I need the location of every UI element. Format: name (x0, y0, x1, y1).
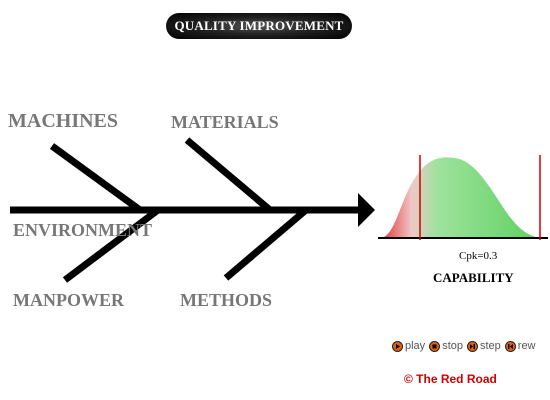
category-materials: MATERIALS (171, 112, 279, 132)
rewind-icon (504, 340, 516, 352)
rewind-label: rew (517, 340, 536, 352)
category-methods: METHODS (180, 290, 273, 310)
stop-icon (429, 340, 441, 352)
category-manpower: MANPOWER (13, 290, 124, 310)
page-title: QUALITY IMPROVEMENT (166, 13, 352, 39)
copyright-notice: © The Red Road (404, 372, 497, 386)
play-label: play (405, 340, 426, 352)
stop-button[interactable]: stop (429, 340, 463, 352)
bone-materials (184, 137, 273, 213)
cpk-value: Cpk=0.3 (459, 250, 498, 262)
bone-methods (223, 207, 309, 281)
rewind-button[interactable]: rew (504, 340, 536, 352)
play-button[interactable]: play (392, 340, 425, 352)
playback-controls: play stop step rew (392, 340, 536, 352)
step-icon (466, 340, 478, 352)
play-icon (392, 340, 403, 352)
step-button[interactable]: step (466, 340, 501, 352)
step-label: step (479, 340, 501, 352)
capability-curve (380, 157, 540, 238)
capability-label: CAPABILITY (433, 270, 514, 285)
category-machines: MACHINES (8, 110, 119, 132)
bone-machines (49, 143, 143, 213)
bone-manpower (62, 207, 161, 283)
category-environment: ENVIRONMENT (13, 220, 153, 240)
spine-arrowhead (358, 193, 375, 227)
stop-label: stop (442, 340, 463, 352)
